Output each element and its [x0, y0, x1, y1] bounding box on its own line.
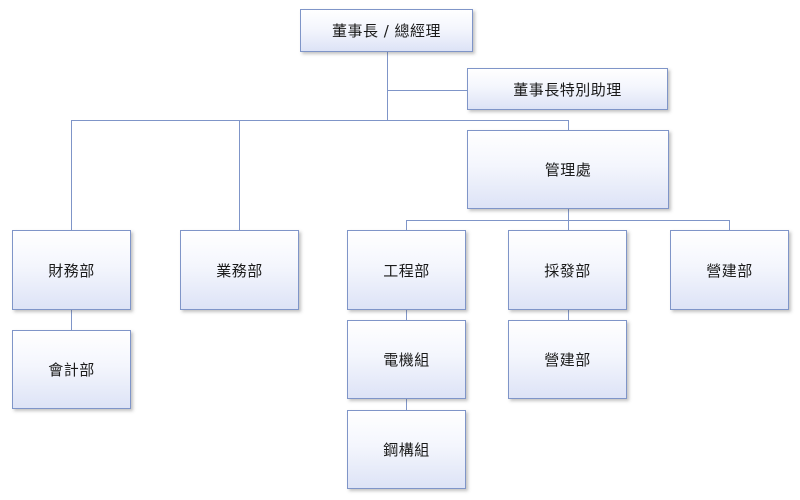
node-accounting: 會計部 [12, 330, 131, 409]
node-procurement: 採發部 [508, 230, 627, 310]
node-finance: 財務部 [12, 230, 131, 310]
node-ceo: 董事長 / 總經理 [300, 9, 473, 52]
node-construction-sub: 營建部 [508, 320, 627, 399]
node-admin: 管理處 [467, 130, 669, 209]
node-assistant: 董事長特別助理 [467, 68, 668, 110]
node-sales: 業務部 [180, 230, 299, 310]
node-steel: 鋼構組 [347, 410, 466, 489]
node-engineering: 工程部 [347, 230, 466, 310]
node-construction: 營建部 [670, 230, 789, 310]
node-electrical: 電機組 [347, 320, 466, 399]
